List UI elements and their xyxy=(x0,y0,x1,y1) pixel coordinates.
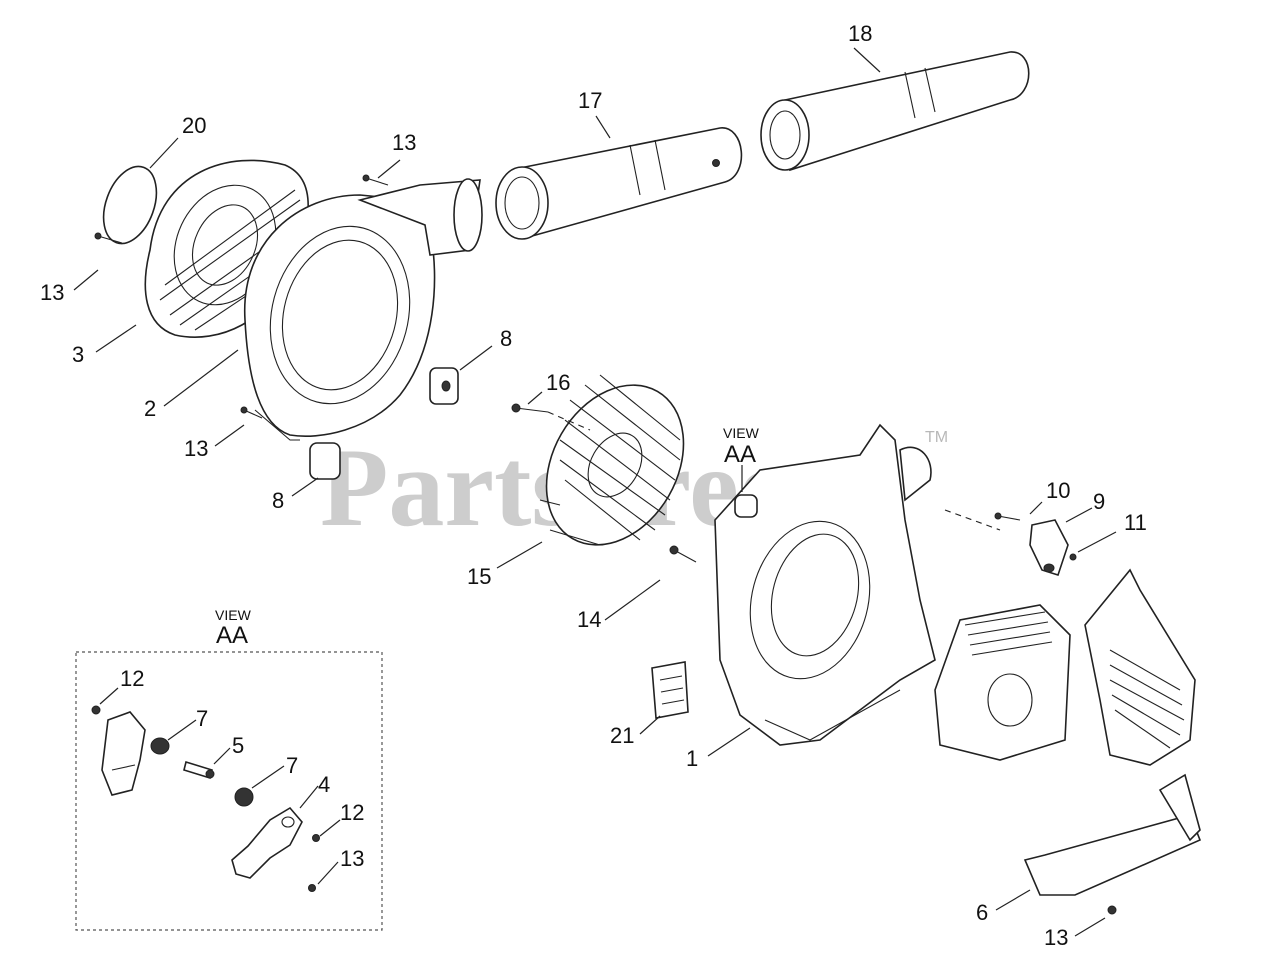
fastener-bolt-13-lower[interactable] xyxy=(240,406,263,419)
fastener-bolt-14[interactable] xyxy=(669,545,697,563)
callout-13-lower: 13 xyxy=(184,436,208,461)
part-15-fan[interactable] xyxy=(519,360,711,569)
engine-cover[interactable] xyxy=(1084,568,1196,766)
part-17-pipe[interactable] xyxy=(495,127,743,240)
callout-14: 14 xyxy=(577,607,601,632)
callout-16: 16 xyxy=(546,370,570,395)
view-aa-detail: VIEW AA 12 7 5 xyxy=(75,607,383,931)
callout-10: 10 xyxy=(1046,478,1070,503)
watermark-trademark: TM xyxy=(925,429,948,446)
part-2-fan-case[interactable] xyxy=(244,178,483,441)
detail-bolt-13[interactable] xyxy=(308,884,316,892)
callout-17: 17 xyxy=(578,88,602,113)
callout-12-detail-lower: 12 xyxy=(340,800,364,825)
callout-12-detail-upper: 12 xyxy=(120,666,144,691)
detail-screw-12-upper[interactable] xyxy=(91,705,101,715)
callout-1: 1 xyxy=(686,746,698,771)
part-21-plate[interactable] xyxy=(651,661,689,719)
callout-21: 21 xyxy=(610,723,634,748)
callout-13-detail: 13 xyxy=(340,846,364,871)
callout-7-detail-lower: 7 xyxy=(286,753,298,778)
leader-lines xyxy=(73,47,1117,937)
fastener-bolt-13-top[interactable] xyxy=(362,174,389,186)
view-aa-word-main: VIEW xyxy=(723,425,760,441)
part-1-housing[interactable] xyxy=(714,423,936,746)
callout-13-top: 13 xyxy=(392,130,416,155)
part-9-bracket[interactable] xyxy=(1029,519,1069,576)
callout-13-handle: 13 xyxy=(1044,925,1068,950)
view-aa-letters-detail: AA xyxy=(216,622,248,649)
part-8-damper-lower[interactable] xyxy=(309,442,341,480)
fastener-bolt-16[interactable] xyxy=(511,403,549,413)
fastener-nut-11[interactable] xyxy=(1069,553,1077,561)
callout-2: 2 xyxy=(144,396,156,421)
detail-part-5-shaft[interactable] xyxy=(183,760,215,780)
callout-7-detail-upper: 7 xyxy=(196,706,208,731)
fastener-bolt-13-handle[interactable] xyxy=(1107,905,1117,915)
callout-20: 20 xyxy=(182,113,206,138)
callout-6: 6 xyxy=(976,900,988,925)
detail-lever-left[interactable] xyxy=(101,711,146,796)
fastener-pin-10[interactable] xyxy=(994,512,1021,521)
callout-8-upper: 8 xyxy=(500,326,512,351)
callout-15: 15 xyxy=(467,564,491,589)
part-6-handle[interactable] xyxy=(1023,773,1202,896)
detail-part-4-lever[interactable] xyxy=(231,806,303,879)
detail-screw-12-lower[interactable] xyxy=(312,834,320,842)
callout-4-detail: 4 xyxy=(318,772,330,797)
assembly-line-9 xyxy=(944,509,1001,531)
part-8-damper-upper[interactable] xyxy=(429,367,459,405)
callout-18: 18 xyxy=(848,21,872,46)
callout-8-lower: 8 xyxy=(272,488,284,513)
view-aa-word-detail: VIEW xyxy=(215,607,252,623)
callout-9: 9 xyxy=(1093,489,1105,514)
callout-13-left: 13 xyxy=(40,280,64,305)
callout-11: 11 xyxy=(1124,510,1147,535)
fastener-bolt-13-left[interactable] xyxy=(94,232,123,244)
detail-part-7-spring-upper[interactable] xyxy=(150,737,170,755)
part-20-gasket[interactable] xyxy=(94,159,166,251)
detail-part-7-spring-lower[interactable] xyxy=(234,787,254,807)
callout-5-detail: 5 xyxy=(232,733,244,758)
engine-assembly[interactable] xyxy=(934,604,1071,761)
callout-3: 3 xyxy=(72,342,84,367)
assembly-line-16 xyxy=(547,411,591,431)
view-aa-letters-main: AA xyxy=(724,441,756,468)
part-18-nozzle[interactable] xyxy=(760,51,1030,172)
